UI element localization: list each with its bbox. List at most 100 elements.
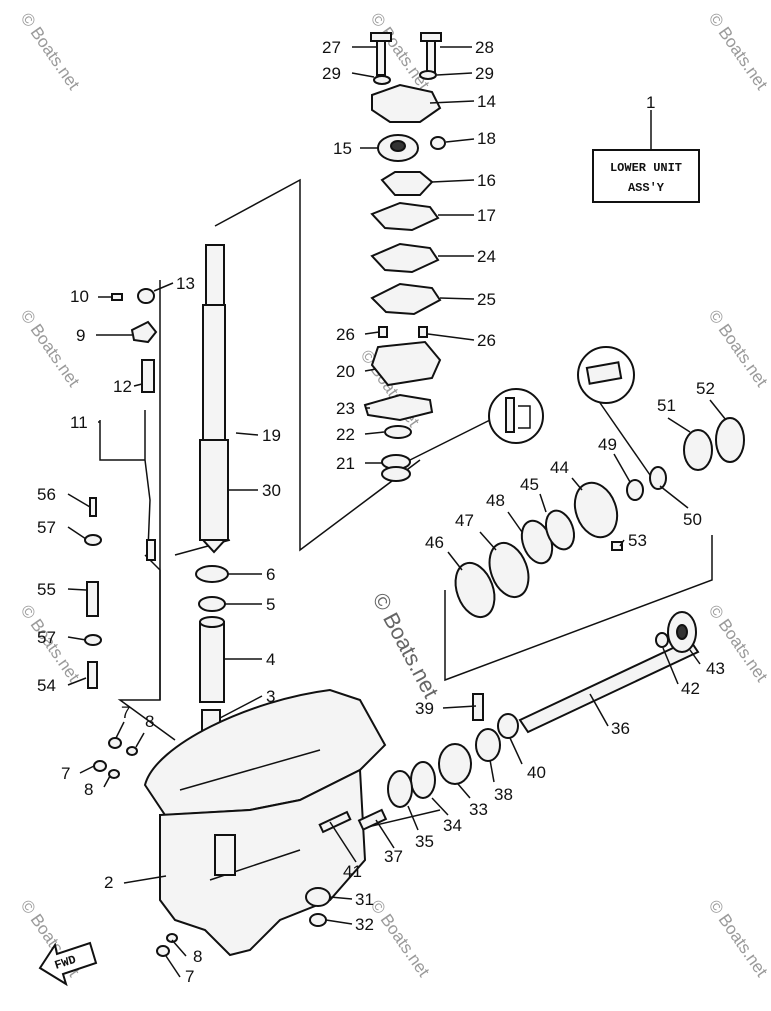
callout-12: 12	[113, 377, 132, 396]
callout-35: 35	[415, 832, 434, 851]
callout-47: 47	[455, 511, 474, 530]
callout-17: 17	[477, 206, 496, 225]
callout-32: 32	[355, 915, 374, 934]
housing-parts	[195, 565, 229, 737]
callout-22: 22	[336, 425, 355, 444]
leader-line	[329, 896, 353, 900]
leader-line	[219, 695, 263, 719]
shift-rod-parts	[111, 288, 158, 561]
callout-48: 48	[486, 491, 505, 510]
callout-53: 53	[628, 531, 647, 550]
callout-52: 52	[696, 379, 715, 398]
lower-casing	[143, 688, 387, 957]
callout-31: 31	[355, 890, 374, 909]
callout-57: 57	[37, 628, 56, 647]
callout-42: 42	[681, 679, 700, 698]
left-small-parts	[84, 497, 102, 689]
leader-line	[439, 297, 475, 300]
callout-40: 40	[527, 763, 546, 782]
leader-line	[79, 765, 95, 774]
leader-line	[325, 919, 353, 925]
callout-27: 27	[322, 38, 341, 57]
leader-line	[479, 531, 497, 551]
callout-36: 36	[611, 719, 630, 738]
leader-line	[67, 677, 87, 686]
callout-25: 25	[477, 290, 496, 309]
callout-9: 9	[76, 326, 85, 345]
callout-20: 20	[336, 362, 355, 381]
leader-line	[619, 539, 625, 547]
detail-circles	[488, 346, 635, 444]
leader-line	[662, 647, 679, 685]
leader-line	[431, 797, 449, 816]
leader-line	[364, 331, 380, 335]
callout-30: 30	[262, 481, 281, 500]
callout-37: 37	[384, 847, 403, 866]
watermark: © Boats.net	[367, 896, 434, 980]
leader-line	[436, 72, 473, 76]
leader-line	[709, 399, 727, 421]
callout-10: 10	[70, 287, 89, 306]
leader-line	[429, 100, 475, 104]
callout-15: 15	[333, 139, 352, 158]
callout-7: 7	[121, 703, 130, 722]
leader-line	[67, 493, 91, 508]
callout-4: 4	[266, 650, 275, 669]
leader-line	[445, 138, 475, 143]
callout-43: 43	[706, 659, 725, 678]
callout-34: 34	[443, 816, 462, 835]
leader-line	[427, 333, 475, 341]
leader-line	[171, 939, 187, 957]
leader-line	[489, 759, 495, 783]
callout-14: 14	[477, 92, 496, 111]
leader-line	[431, 179, 475, 183]
leader-line	[235, 432, 259, 436]
leader-line	[667, 417, 691, 433]
watermark: © Boats.net	[17, 306, 84, 390]
callout-28: 28	[475, 38, 494, 57]
callout-21: 21	[336, 454, 355, 473]
callout-38: 38	[494, 785, 513, 804]
callout-33: 33	[469, 800, 488, 819]
callout-6: 6	[266, 565, 275, 584]
leader-line	[509, 737, 523, 765]
callout-8: 8	[193, 947, 202, 966]
callout-44: 44	[550, 458, 569, 477]
callout-1: 1	[646, 93, 655, 112]
leader-line	[507, 511, 523, 533]
callout-8: 8	[84, 780, 93, 799]
fwd-label: FWD	[53, 953, 78, 973]
water-pump-parts	[363, 32, 446, 482]
watermark: © Boats.net	[705, 9, 771, 93]
watermark: © Boats.net	[17, 9, 84, 93]
propshaft-parts	[305, 611, 700, 927]
leader-line	[375, 819, 395, 849]
leader-line	[613, 453, 631, 483]
callout-56: 56	[37, 485, 56, 504]
callout-8: 8	[145, 712, 154, 731]
leader-line	[364, 431, 385, 435]
callout-39: 39	[415, 699, 434, 718]
leader-line	[67, 526, 87, 540]
assembly-label-line2: ASS'Y	[628, 181, 665, 195]
callout-29: 29	[322, 64, 341, 83]
leader-line	[67, 636, 87, 641]
callout-26: 26	[336, 325, 355, 344]
leader-lines	[67, 46, 727, 978]
callout-13: 13	[176, 274, 195, 293]
leader-line	[589, 693, 609, 727]
callout-5: 5	[266, 595, 275, 614]
leader-line	[457, 783, 471, 799]
leader-line	[103, 775, 111, 788]
callout-19: 19	[262, 426, 281, 445]
callout-16: 16	[477, 171, 496, 190]
leader-line	[447, 551, 463, 571]
callout-26: 26	[477, 331, 496, 350]
leader-line	[364, 368, 377, 372]
leader-line	[165, 955, 181, 978]
leader-line	[351, 72, 375, 78]
leader-line	[329, 821, 357, 863]
callout-23: 23	[336, 399, 355, 418]
leader-line	[135, 732, 145, 748]
